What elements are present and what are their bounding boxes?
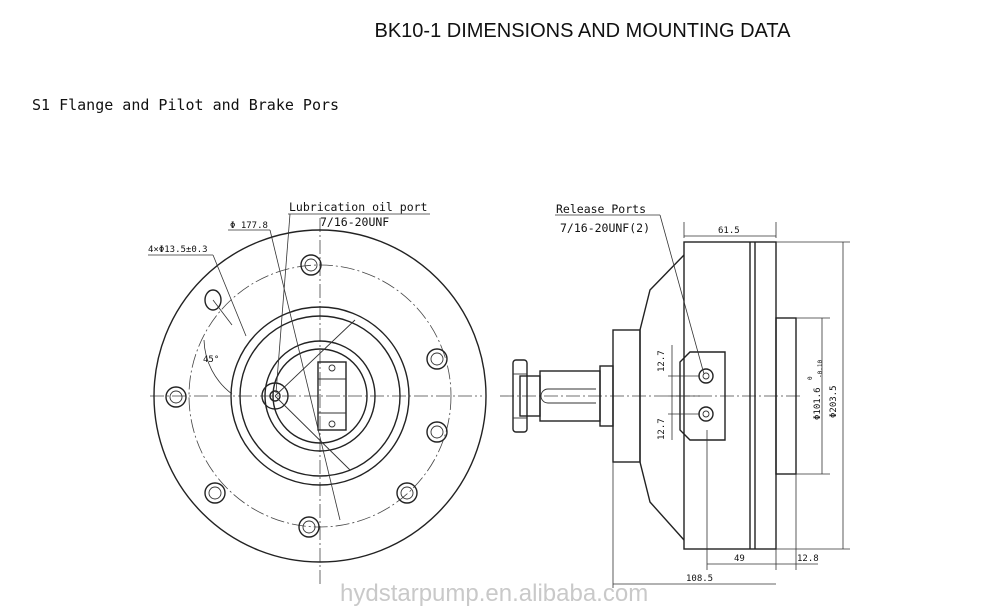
- bolt-hole-inner: [169, 390, 183, 404]
- shaft-nut-outer: [512, 359, 528, 433]
- diagonal-construction-line: [274, 319, 356, 397]
- body-inner-circle: [239, 315, 401, 477]
- dim-outer-label: Φ203.5: [829, 385, 839, 418]
- release-leader: [659, 214, 705, 375]
- dim-61-5-label: 61.5: [718, 226, 740, 236]
- bolt-hole: [396, 482, 418, 504]
- diagonal-construction-line: [274, 395, 351, 471]
- body-outer-circle: [230, 306, 410, 486]
- keyway-end: [540, 388, 549, 404]
- lubrication-thread-label: 7/16-20UNF: [320, 215, 389, 229]
- dim-pilot-tol-upper: 0: [807, 376, 814, 380]
- front-view: Lubrication oil port 7/16-20UNF Φ 177.8 …: [148, 200, 487, 585]
- release-port-lower-inner: [702, 410, 710, 418]
- dim-12-7-lower-label: 12.7: [657, 418, 667, 440]
- holes-leader: [212, 254, 247, 337]
- release-thread-label: 7/16-20UNF(2): [560, 221, 650, 235]
- lubrication-port-outer: [261, 382, 289, 410]
- dim-108-5-label: 108.5: [686, 574, 713, 584]
- side-view: Release Ports 7/16-20UNF(2) 61.5 12.7 12…: [500, 202, 850, 588]
- bolt-hole-inner: [430, 425, 444, 439]
- bolt-hole-inner: [302, 520, 316, 534]
- shaft-nut: [519, 375, 541, 417]
- bolt-hole: [426, 421, 448, 443]
- release-port-boss: [679, 351, 726, 441]
- pilot-inner-circle: [272, 348, 368, 444]
- dim-pilot-label: Φ101.6: [813, 387, 823, 420]
- bolt-hole: [298, 516, 320, 538]
- lubrication-port-label: Lubrication oil port: [289, 200, 427, 214]
- page-title: BK10-1 DIMENSIONS AND MOUNTING DATA: [374, 20, 791, 42]
- dim-pilot-tol-lower: -0.10: [817, 360, 824, 378]
- release-port-block: [317, 361, 347, 431]
- bolt-hole: [204, 289, 222, 311]
- holes-label: 4×Φ13.5±0.3: [148, 245, 208, 255]
- dia-leader: [269, 229, 341, 521]
- angle-label: 45°: [203, 355, 219, 365]
- release-port-hole-lower: [328, 420, 336, 428]
- dim-12-8-label: 12.8: [797, 554, 819, 564]
- section-subtitle: S1 Flange and Pilot and Brake Pors: [32, 96, 340, 114]
- release-ports-label: Release Ports: [556, 202, 646, 216]
- outer-flange-circle: [153, 229, 487, 563]
- bolt-circle: [188, 264, 452, 528]
- bolt-hole-inner: [208, 486, 222, 500]
- dim-49-label: 49: [734, 554, 745, 564]
- bolt-hole: [426, 348, 448, 370]
- lube-leader: [275, 213, 291, 394]
- bolt-hole-inner: [430, 352, 444, 366]
- release-port-lower: [698, 406, 714, 422]
- bolt-hole-inner: [304, 258, 318, 272]
- release-port-hole-upper: [328, 364, 336, 372]
- release-port-upper: [698, 368, 714, 384]
- angle-leg: [212, 299, 233, 326]
- pilot-outer-circle: [264, 340, 376, 452]
- housing-body: [683, 241, 777, 550]
- dim-12-7-upper-label: 12.7: [657, 350, 667, 372]
- watermark: hydstarpump.en.alibaba.com: [340, 580, 648, 607]
- lubrication-port-inner: [269, 390, 281, 402]
- release-port-upper-inner: [702, 372, 710, 380]
- bolt-hole-inner: [400, 486, 414, 500]
- pilot-boss: [775, 317, 797, 475]
- bolt-hole: [300, 254, 322, 276]
- bolt-holes: [165, 254, 448, 538]
- bolt-hole: [165, 386, 187, 408]
- bolt-circle-dia-label: Φ 177.8: [230, 221, 268, 231]
- angle-arc: [203, 339, 233, 395]
- housing-shoulder: [639, 254, 685, 541]
- bolt-hole: [204, 482, 226, 504]
